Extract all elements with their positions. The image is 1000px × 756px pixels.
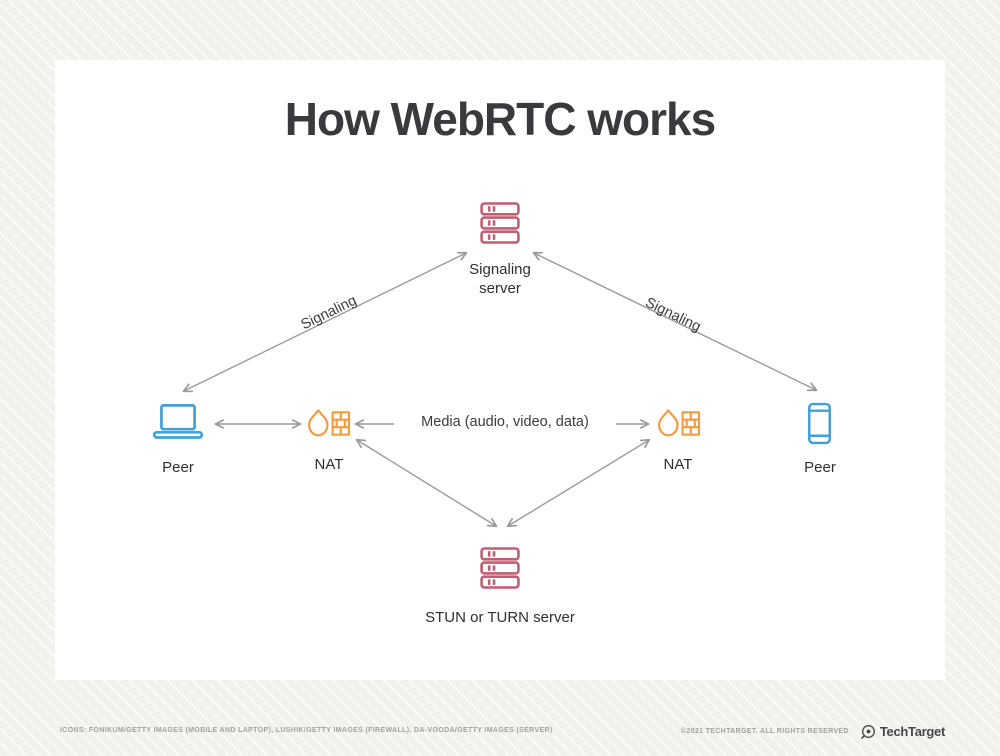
laptop-icon [149,400,207,446]
nat-right-label: NAT [663,456,693,473]
techtarget-wordmark: TechTarget [879,724,945,739]
techtarget-logo: TechTarget [861,724,945,739]
media-edge-label: Media (audio, video, data) [394,413,616,431]
nat-left-icon [305,408,352,439]
nat-right-icon [655,408,702,439]
icon-credits: ICONS: FONIKUM/GETTY IMAGES (MOBILE AND … [60,727,553,734]
peer-left-label: Peer [162,459,194,476]
stun-turn-server-label: STUN or TURN server [425,609,575,626]
signaling-server-icon [474,197,526,249]
nat-left-label: NAT [314,456,344,473]
stun-turn-server-icon [474,542,526,594]
signaling-server-label: Signaling server [469,261,531,297]
copyright-text: ©2021 TECHTARGET. ALL RIGHTS RESERVED [680,728,849,735]
footer-right: ©2021 TECHTARGET. ALL RIGHTS RESERVED Te… [681,724,945,739]
peer-right-label: Peer [804,459,836,476]
techtarget-target-icon [861,725,875,739]
page-title: How WebRTC works [284,93,716,145]
phone-icon [806,402,833,445]
